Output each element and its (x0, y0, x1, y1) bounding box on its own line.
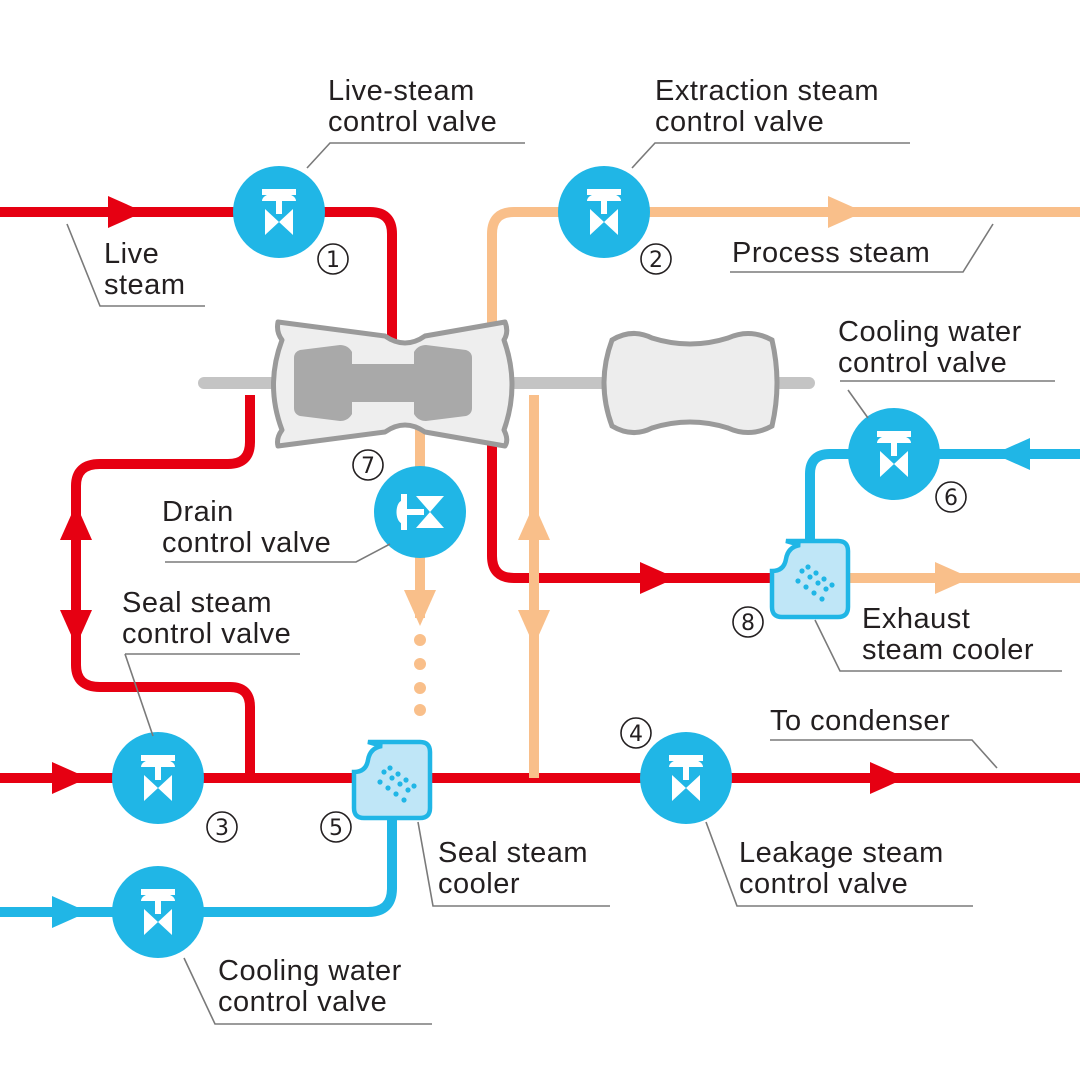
seal-steam-control-valve-label: Seal steam control valve (122, 587, 292, 650)
number-badges: 1 2 3 4 5 6 7 8 (206, 243, 967, 843)
svg-text:5: 5 (329, 816, 343, 841)
svg-text:2: 2 (649, 248, 663, 273)
svg-text:6: 6 (944, 486, 958, 511)
arrow-seal-steam-in (52, 762, 88, 794)
steam-turbine-icon (198, 319, 608, 449)
badge-7: 7 (352, 449, 384, 481)
arrow-drain-down (404, 590, 436, 626)
seal-steam-cooler-icon (351, 739, 433, 821)
to-condenser-label: To condenser (770, 705, 951, 737)
arrow-gland-down (518, 610, 550, 646)
badge-3: 3 (206, 811, 238, 843)
badge-6: 6 (935, 481, 967, 513)
valve-7-drain (374, 466, 466, 558)
arrow-process-steam-out (828, 196, 864, 228)
live-steam-control-valve-label: Live-steam control valve (328, 75, 498, 138)
seal-steam-cooler-label: Seal steam cooler (438, 837, 589, 900)
arrow-gland-up (518, 504, 550, 540)
seal-cooler-water-pipe (0, 815, 397, 917)
exhaust-steam-cooler-icon (769, 538, 851, 620)
badge-5: 5 (320, 811, 352, 843)
generator-icon (601, 331, 815, 435)
arrow-exhaust-cooled (935, 562, 971, 594)
arrow-to-condenser (870, 762, 906, 794)
process-steam-label: Process steam (732, 237, 931, 269)
svg-text:8: 8 (741, 611, 755, 636)
arrow-cooling-water-in-right (994, 438, 1030, 470)
svg-text:7: 7 (361, 454, 375, 479)
badge-8: 8 (732, 606, 764, 638)
badge-2: 2 (640, 243, 672, 275)
valve-4-leakage-steam (640, 732, 732, 824)
turbine-rotor-lp (414, 345, 472, 421)
generator-shaft-end (770, 377, 815, 389)
exhaust-steam-cooler-label: Exhaust steam cooler (862, 603, 1035, 666)
flow-arrows (52, 196, 1030, 928)
live-steam-inlet-pipe (0, 207, 397, 355)
seal-steam-return-pipe (71, 395, 255, 778)
drain-dots (414, 634, 426, 716)
cooling-water-control-valve-label: Cooling water control valve (218, 955, 402, 1018)
arrow-exhaust-steam (640, 562, 676, 594)
valve-cooling-water-seal (112, 866, 204, 958)
leakage-steam-control-valve-label: Leakage steam control valve (739, 837, 944, 900)
leader-lines (66, 142, 1062, 1025)
arrow-live-steam-in (108, 196, 144, 228)
arrow-seal-return-up (60, 504, 92, 540)
arrow-cooling-water-in (52, 896, 88, 928)
svg-text:1: 1 (326, 248, 340, 273)
live-steam-label: Live steam (104, 238, 186, 301)
drain-control-valve-label: Drain control valve (162, 496, 332, 559)
turbine-rotor-mid (352, 364, 414, 402)
cooling-water-pipes (0, 449, 1080, 917)
exhaust-cooler-water-pipe (805, 449, 1080, 548)
extraction-steam-pipe (487, 207, 1080, 328)
process-steam-pipes (415, 207, 1080, 778)
valve-6-cooling-water (848, 408, 940, 500)
svg-text:3: 3 (215, 816, 229, 841)
badge-1: 1 (317, 243, 349, 275)
svg-text:4: 4 (629, 722, 643, 747)
turbine-rotor-hp (294, 345, 352, 421)
exhaust-steam-pipe (487, 438, 775, 583)
valve-2-extraction-steam (558, 166, 650, 258)
valve-1-live-steam (233, 166, 325, 258)
generator-body (601, 331, 780, 435)
badge-4: 4 (620, 717, 652, 749)
arrow-seal-return-down (60, 610, 92, 646)
cooling-water-control-valve-6-label: Cooling water control valve (838, 316, 1022, 379)
valve-3-seal-steam (112, 732, 204, 824)
extraction-steam-control-valve-label: Extraction steam control valve (655, 75, 879, 138)
